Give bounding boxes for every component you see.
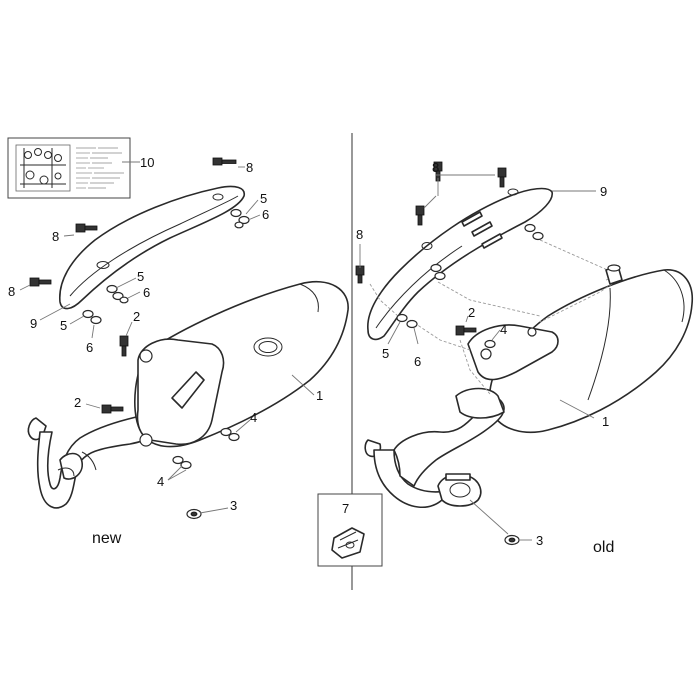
heat-shield-new bbox=[59, 185, 245, 310]
callout-2-old: 2 bbox=[468, 305, 475, 320]
washers-5-6-low-new bbox=[82, 309, 102, 325]
callout-8-a-old: 8 bbox=[432, 160, 439, 175]
leaders-old bbox=[359, 174, 596, 541]
bolt-8-c-old bbox=[415, 205, 425, 226]
part-4-old bbox=[484, 339, 496, 349]
leaders-new bbox=[19, 161, 315, 514]
bolt-8-top-new bbox=[212, 157, 237, 166]
bolt-8-d-old bbox=[355, 265, 365, 284]
heat-shield-old bbox=[367, 187, 553, 341]
rubber-bush-old bbox=[605, 264, 623, 285]
callout-5-low-new: 5 bbox=[60, 318, 67, 333]
bolt-8-b-old bbox=[497, 167, 507, 188]
callout-1-old: 1 bbox=[602, 414, 609, 429]
callout-2-upper-new: 2 bbox=[133, 309, 140, 324]
callout-numbers: 10 8 8 8 5 6 5 6 5 6 9 2 2 1 4 4 3 8 8 9… bbox=[8, 155, 609, 548]
caption-new: new bbox=[92, 530, 122, 547]
callout-4-old: 4 bbox=[500, 322, 507, 337]
callout-2-lower-new: 2 bbox=[74, 395, 81, 410]
bolt-2-upper-new bbox=[119, 335, 129, 357]
callout-5-old: 5 bbox=[382, 346, 389, 361]
bolt-2-lower-new bbox=[101, 404, 124, 414]
callout-1-new: 1 bbox=[316, 388, 323, 403]
washers-5-6-old bbox=[396, 313, 418, 329]
bolt-8-mid-new bbox=[75, 223, 98, 233]
washers-4-right-new bbox=[220, 427, 240, 442]
washers-4-low-new bbox=[172, 455, 192, 470]
callout-6-old: 6 bbox=[414, 354, 421, 369]
washers-top-old bbox=[430, 223, 544, 281]
muffler-new bbox=[134, 280, 349, 448]
callout-7: 7 bbox=[342, 501, 349, 516]
washers-5-6-mid-new bbox=[106, 284, 129, 304]
callout-5-mid-new: 5 bbox=[137, 269, 144, 284]
clip-nut-icon bbox=[317, 493, 383, 567]
callout-8-mid-new: 8 bbox=[52, 229, 59, 244]
bolt-2-old bbox=[455, 325, 477, 336]
callout-6-top-new: 6 bbox=[262, 207, 269, 222]
exhaust-pipe-old bbox=[364, 387, 505, 508]
callout-3-old: 3 bbox=[536, 533, 543, 548]
bolt-8-low-new bbox=[29, 277, 52, 287]
callout-6-low-new: 6 bbox=[86, 340, 93, 355]
callout-4-low-new: 4 bbox=[157, 474, 164, 489]
nut-3-new bbox=[186, 508, 202, 520]
callout-8-top-new: 8 bbox=[246, 160, 253, 175]
callout-8-low-new: 8 bbox=[8, 284, 15, 299]
callout-8-b-old: 8 bbox=[356, 227, 363, 242]
washers-5-6-top-new bbox=[230, 208, 250, 229]
callout-6-mid-new: 6 bbox=[143, 285, 150, 300]
callout-9-new: 9 bbox=[30, 316, 37, 331]
exhaust-pipe-new bbox=[27, 413, 161, 509]
callout-3-new: 3 bbox=[230, 498, 237, 513]
caption-old: old bbox=[593, 539, 614, 556]
wiring-diagram-icon bbox=[7, 137, 131, 199]
muffler-old bbox=[467, 269, 693, 434]
callout-10: 10 bbox=[140, 155, 154, 170]
callout-4-right-new: 4 bbox=[250, 410, 257, 425]
callout-9-old: 9 bbox=[600, 184, 607, 199]
callout-5-top-new: 5 bbox=[260, 191, 267, 206]
nut-3-old bbox=[504, 534, 520, 546]
